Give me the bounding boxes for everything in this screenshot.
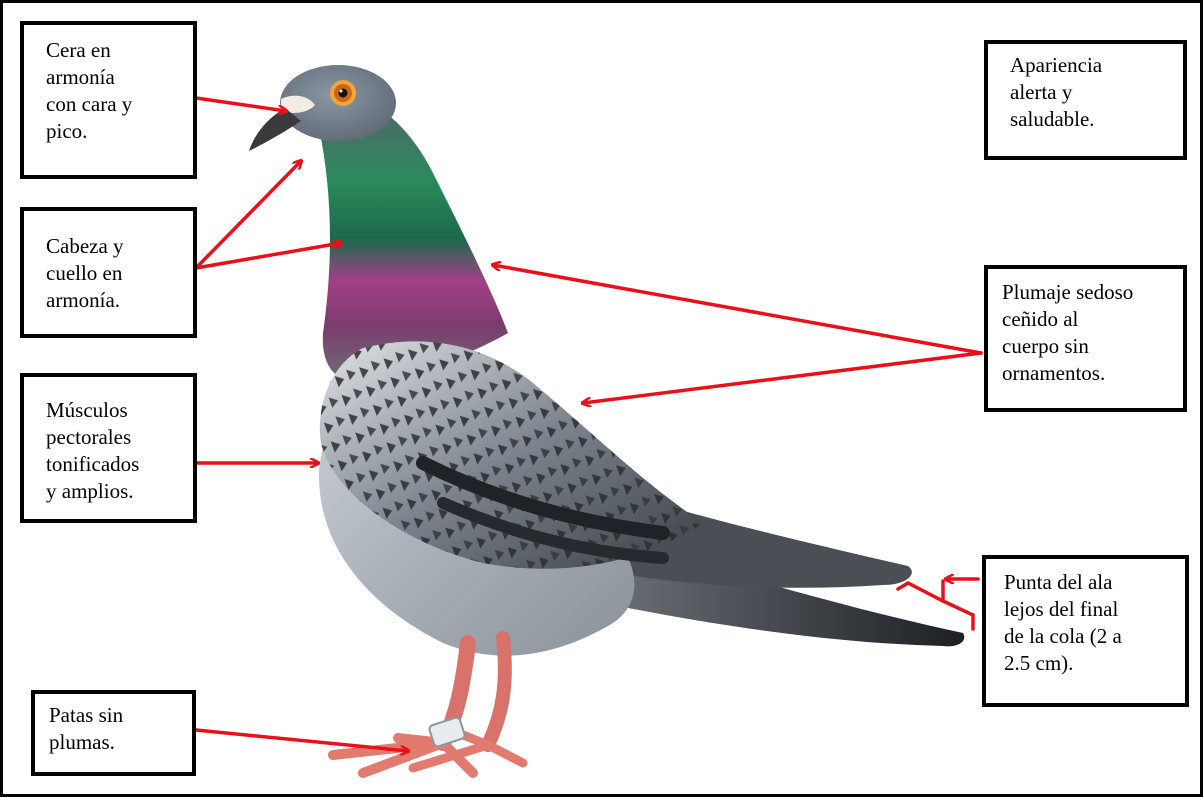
label-patas: Patas sin plumas. <box>31 690 196 776</box>
label-plumaje: Plumaje sedoso ceñido al cuerpo sin orna… <box>984 265 1187 412</box>
label-musculos: Músculos pectorales tonificados y amplio… <box>20 373 197 523</box>
label-apariencia: Apariencia alerta y saludable. <box>984 40 1187 160</box>
label-punta-ala: Punta del ala lejos del final de la cola… <box>982 555 1189 707</box>
label-cabeza-cuello: Cabeza y cuello en armonía. <box>20 207 197 338</box>
label-cera: Cera en armonía con cara y pico. <box>20 21 197 179</box>
